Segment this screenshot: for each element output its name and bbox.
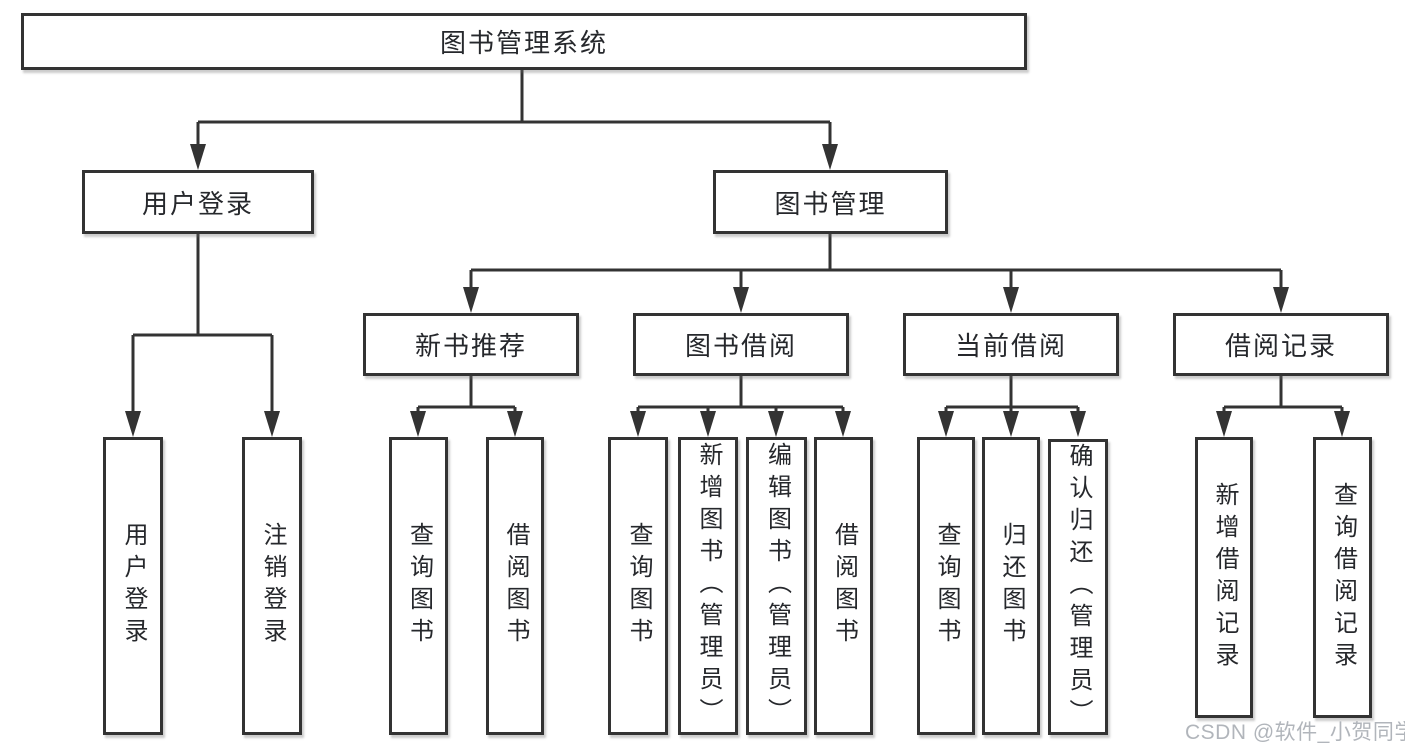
node-label: 图书管理 <box>774 188 887 219</box>
leaf-cb-query-books: 查询图书 <box>917 437 975 735</box>
leaf-nbr-query-books: 查询图书 <box>389 437 448 735</box>
leaf-label: 查询借阅记录 <box>1329 481 1357 674</box>
leaf-label: 查询图书 <box>405 522 433 650</box>
leaf-label: 查询图书 <box>625 522 652 650</box>
leaf-label: 新增借阅记录 <box>1211 481 1238 674</box>
node-book-borrow: 图书借阅 <box>633 313 849 376</box>
connector-user-login-branch <box>131 233 274 412</box>
node-label: 图书管理系统 <box>439 28 608 58</box>
node-label: 借阅记录 <box>1224 331 1337 361</box>
leaf-label: 注销登录 <box>259 522 286 650</box>
leaf-bb-edit-books-admin: 编辑图书（管理员） <box>746 437 807 735</box>
connector-borrow-records-branch <box>1222 376 1344 412</box>
leaf-label: 编辑图书（管理员） <box>763 442 791 730</box>
leaf-label: 借阅图书 <box>830 522 858 650</box>
node-library-management-system: 图书管理系统 <box>21 13 1027 70</box>
node-new-book-recommend: 新书推荐 <box>363 313 579 376</box>
leaf-label: 确认归还（管理员） <box>1065 443 1092 731</box>
leaf-logout: 注销登录 <box>242 437 302 735</box>
node-label: 当前借阅 <box>954 331 1067 361</box>
leaf-label: 用户登录 <box>120 522 147 650</box>
leaf-bb-query-books: 查询图书 <box>608 437 668 735</box>
leaf-user-login: 用户登录 <box>103 437 163 735</box>
node-book-management: 图书管理 <box>713 170 948 234</box>
leaf-label: 新增图书（管理员） <box>695 442 722 730</box>
connector-book-borrow-branch <box>636 376 845 412</box>
leaf-cb-confirm-return-admin: 确认归还（管理员） <box>1048 439 1108 735</box>
leaf-nbr-borrow-books: 借阅图书 <box>486 437 544 735</box>
leaf-bb-add-books-admin: 新增图书（管理员） <box>678 437 738 735</box>
node-label: 新书推荐 <box>414 331 527 361</box>
leaf-label: 查询图书 <box>933 522 960 650</box>
connector-root-to-level2 <box>196 69 832 146</box>
node-borrow-records: 借阅记录 <box>1173 313 1389 376</box>
leaf-label: 归还图书 <box>998 522 1025 650</box>
leaf-br-query-record: 查询借阅记录 <box>1313 437 1372 718</box>
node-label: 用户登录 <box>141 188 254 219</box>
leaf-label: 借阅图书 <box>502 522 529 650</box>
node-label: 图书借阅 <box>684 331 797 361</box>
connector-new-book-branch <box>416 376 517 412</box>
node-current-borrow: 当前借阅 <box>903 313 1119 376</box>
csdn-watermark: CSDN @软件_小贺同学 <box>1185 721 1405 744</box>
connector-book-mgmt-branch <box>469 233 1283 289</box>
arrowheads <box>125 144 1350 437</box>
leaf-br-add-record: 新增借阅记录 <box>1195 437 1253 718</box>
connector-current-borrow-branch <box>944 376 1080 412</box>
node-user-login: 用户登录 <box>82 170 314 234</box>
leaf-cb-return-books: 归还图书 <box>982 437 1040 735</box>
leaf-bb-borrow-books: 借阅图书 <box>814 437 873 735</box>
